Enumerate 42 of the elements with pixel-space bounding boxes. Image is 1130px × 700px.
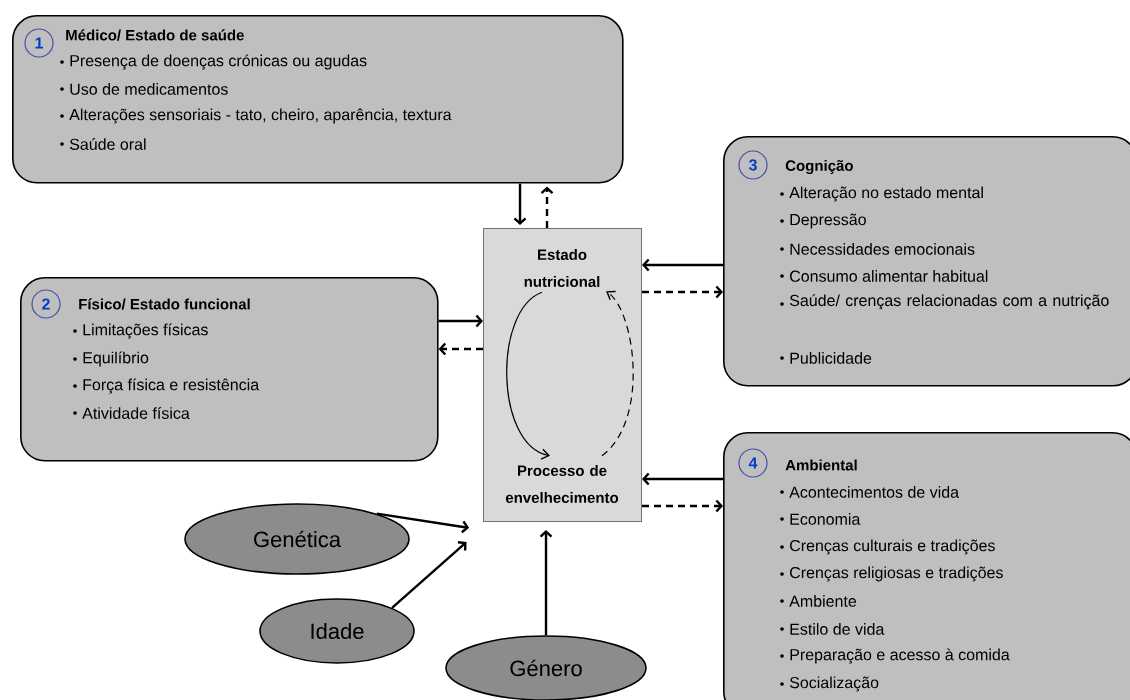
card-heading: Médico/ Estado de saúde (66, 29, 244, 41)
card-heading: Ambiental (785, 459, 857, 471)
arrow (642, 472, 723, 486)
bullet-item: Ambiente (780, 595, 857, 607)
bullet-item: Crenças culturais e tradições (780, 539, 995, 555)
card-heading: Físico/ Estado funcional (79, 298, 250, 310)
bullet-item: Saúde/ crenças relacionadas com a nutrição (780, 294, 1109, 310)
bullet-item: Necessidades emocionais (780, 243, 975, 255)
arrow (376, 512, 470, 534)
arrow (438, 342, 483, 356)
arrow (601, 290, 634, 457)
bullet-item: Equilíbrio (73, 351, 149, 367)
bullet-item: Alterações sensoriais - tato, cheiro, aparência, textura (60, 108, 452, 124)
bullet-item: Economia (780, 513, 861, 525)
arrow (513, 183, 527, 225)
arrow (642, 285, 723, 299)
arrow (540, 186, 554, 228)
bullet-item: Presença de doenças crónicas ou agudas (60, 54, 367, 70)
bullet-item: Limitações físicas (73, 323, 208, 339)
arrow (642, 258, 723, 272)
center-box (483, 228, 642, 522)
bullet-item: Preparação e acesso à comida (780, 648, 1010, 664)
center-label: Estado nutricional (524, 249, 600, 287)
bullet-item: Força física e resistência (73, 378, 260, 394)
bullet-item: Acontecimentos de vida (780, 486, 960, 498)
bullet-item: Publicidade (780, 352, 872, 364)
bullet-item: Uso de medicamentos (60, 83, 228, 95)
bullet-item: Atividade física (73, 407, 190, 419)
card-heading: Cognição (785, 159, 853, 174)
arrow (642, 499, 723, 513)
bullet-item: Socialização (780, 676, 879, 692)
bullet-item: Saúde oral (60, 138, 146, 150)
arrow (391, 541, 467, 609)
arrow (506, 291, 550, 460)
bullet-item: Consumo alimentar habitual (780, 270, 988, 282)
arrow (438, 314, 483, 328)
bullet-item: Depressão (780, 213, 866, 229)
bullet-item: Alteração no estado mental (780, 186, 983, 202)
center-label: Processo de envelhecimento (505, 465, 619, 503)
arrow (539, 530, 553, 636)
bullet-item: Crenças religiosas e tradições (780, 566, 1003, 582)
bullet-item: Estilo de vida (780, 623, 885, 635)
